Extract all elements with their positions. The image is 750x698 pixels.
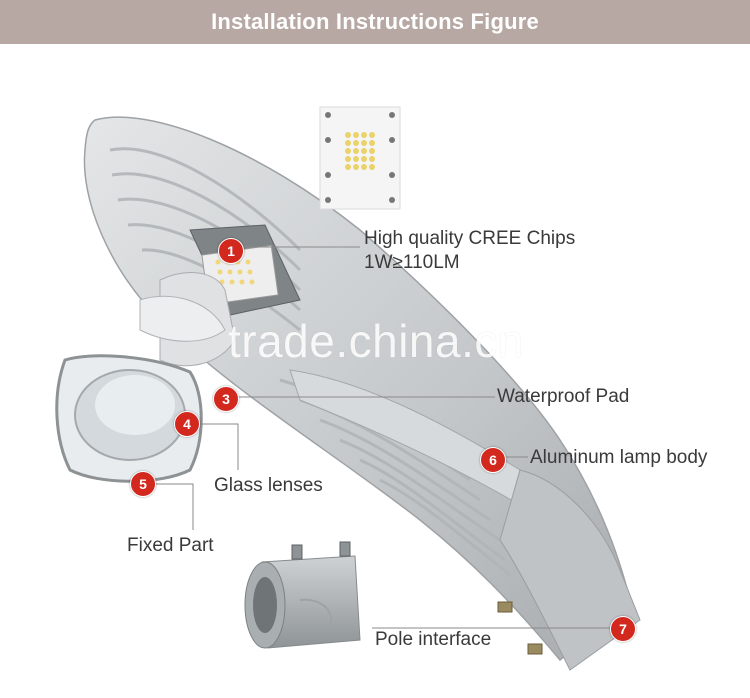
label-cree-chips-spec: 1W≥110LM xyxy=(364,252,460,273)
led-chip-photo xyxy=(319,106,401,210)
page-title: Installation Instructions Figure xyxy=(211,9,539,34)
callout-badge-4: 4 xyxy=(174,411,200,437)
callout-badge-7: 7 xyxy=(610,616,636,642)
label-aluminum-body: Aluminum lamp body xyxy=(530,447,708,468)
label-fixed-part: Fixed Part xyxy=(127,535,214,556)
glass-lens xyxy=(55,295,226,483)
leader-lines xyxy=(155,246,610,629)
label-waterproof-pad: Waterproof Pad xyxy=(497,386,630,407)
callout-badge-5: 5 xyxy=(130,471,156,497)
label-pole-interface: Pole interface xyxy=(375,629,492,650)
label-cree-chips: High quality CREE Chips xyxy=(364,228,576,249)
header-banner: Installation Instructions Figure xyxy=(0,0,750,44)
callout-badge-3: 3 xyxy=(213,386,239,412)
pole-interface-photo xyxy=(243,540,366,678)
watermark-text: trade.china.cn xyxy=(228,315,524,367)
callout-badge-6: 6 xyxy=(480,447,506,473)
label-glass-lenses: Glass lenses xyxy=(214,475,323,496)
callout-badge-1: 1 xyxy=(218,238,244,264)
